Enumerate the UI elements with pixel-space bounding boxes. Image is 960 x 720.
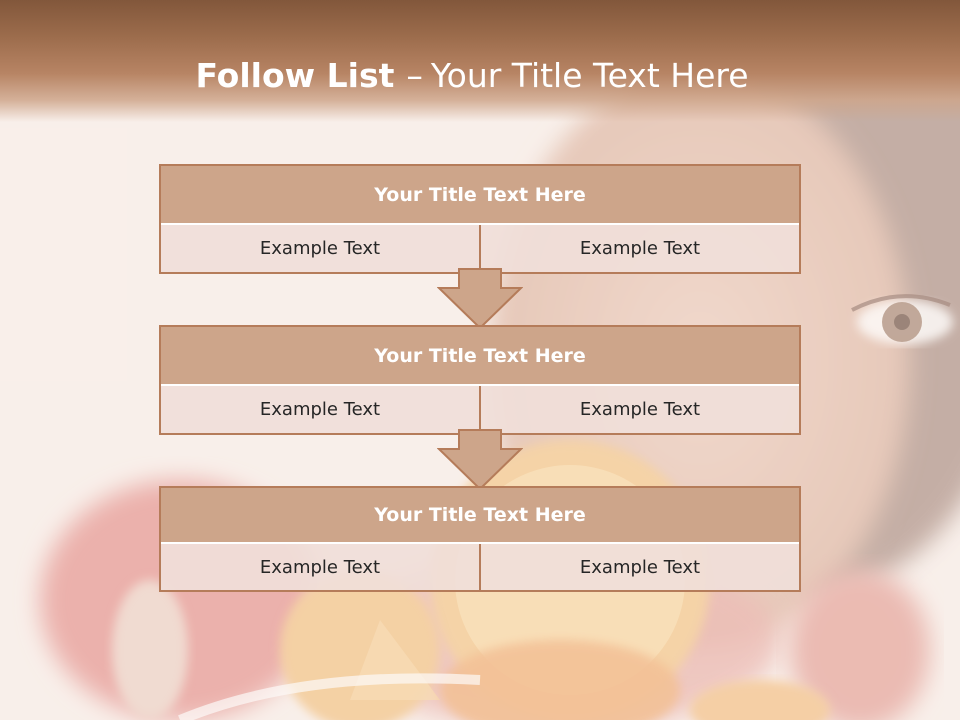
block-title: Your Title Text Here: [161, 488, 799, 544]
block-cell-left: Example Text: [259, 556, 381, 578]
title-separator: –: [406, 56, 423, 95]
down-arrow-icon: [437, 268, 523, 330]
slide-title: Follow List–Your Title Text Here: [0, 54, 944, 98]
block-cell-left: Example Text: [259, 399, 381, 420]
block-title: Your Title Text Here: [161, 327, 799, 386]
block-cell-right: Example Text: [479, 386, 799, 433]
block-cell-right: Example Text: [479, 544, 799, 590]
block-row: Example Text Example Text: [161, 225, 799, 272]
flow-block-1: Your Title Text Here Example Text Exampl…: [159, 164, 801, 274]
block-cell-left: Example Text: [259, 238, 381, 259]
block-row: Example Text Example Text: [161, 386, 799, 433]
flow-block-3: Your Title Text Here Example Text Exampl…: [159, 486, 801, 592]
title-band: [0, 0, 960, 122]
title-bold-part: Follow List: [195, 56, 395, 95]
block-row: Example Text Example Text: [161, 544, 799, 590]
down-arrow-icon: [437, 429, 523, 491]
block-cell-right: Example Text: [479, 225, 799, 272]
block-title: Your Title Text Here: [161, 166, 799, 225]
flow-block-2: Your Title Text Here Example Text Exampl…: [159, 325, 801, 435]
title-rest: Your Title Text Here: [430, 56, 749, 95]
